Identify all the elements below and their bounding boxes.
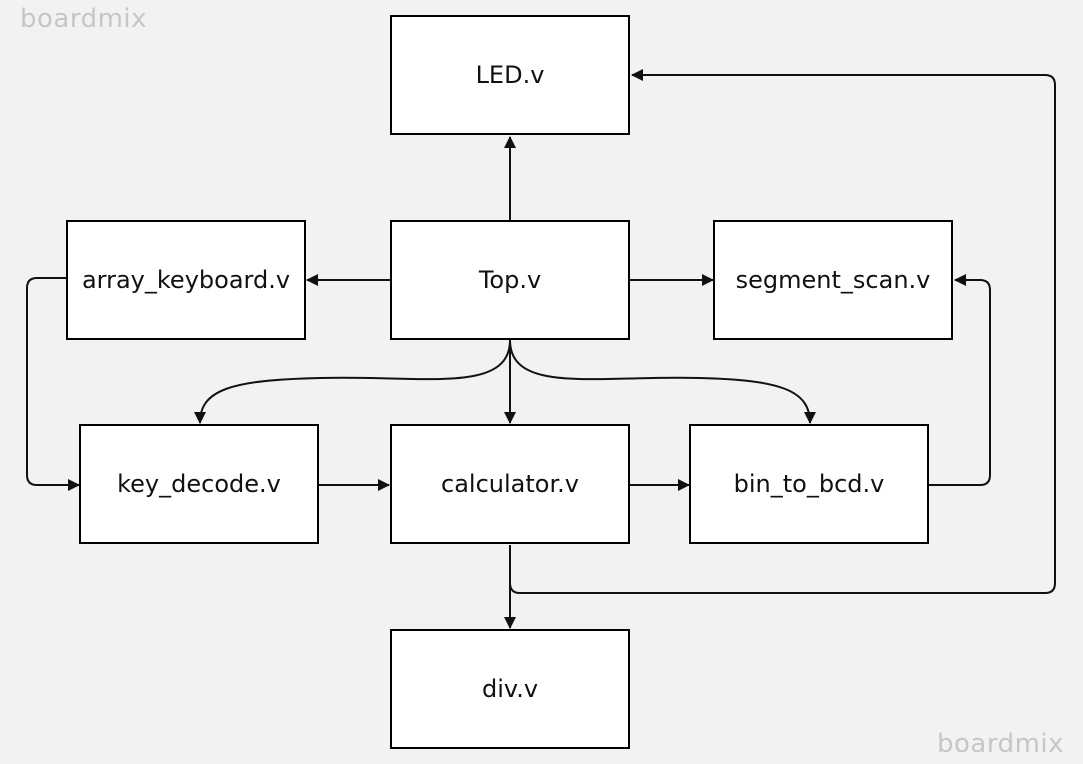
- watermark-top: boardmix: [20, 4, 148, 34]
- node-segment-scan: segment_scan.v: [713, 220, 953, 340]
- edge-bin-to-bcd-to-segment-scan: [929, 274, 991, 486]
- node-calculator-box: [390, 424, 630, 544]
- node-calculator: calculator.v: [390, 424, 630, 544]
- node-top-box: [390, 220, 630, 340]
- node-led-box: [390, 15, 630, 135]
- node-bin-to-bcd-box: [689, 424, 929, 544]
- node-div-box: [390, 629, 630, 749]
- edge-top-to-bin-to-bcd: [509, 339, 816, 424]
- edges: [26, 69, 1056, 629]
- node-led: LED.v: [390, 15, 630, 135]
- node-key-decode-label: key_decode.v: [117, 470, 281, 498]
- node-array-keyboard-box: [66, 220, 306, 340]
- node-segment-scan-label: segment_scan.v: [736, 266, 931, 294]
- nodes: LED.v Top.v array_keyboard.v segment_sca…: [66, 15, 953, 749]
- node-calculator-label: calculator.v: [441, 470, 579, 498]
- node-array-keyboard-label: array_keyboard.v: [82, 266, 290, 294]
- edge-calculator-to-led: [509, 69, 1056, 594]
- node-array-keyboard: array_keyboard.v: [66, 220, 306, 340]
- watermark-bottom: boardmix: [937, 729, 1065, 759]
- node-top: Top.v: [390, 220, 630, 340]
- node-bin-to-bcd: bin_to_bcd.v: [689, 424, 929, 544]
- node-div: div.v: [390, 629, 630, 749]
- edge-array-keyboard-to-key-decode: [26, 277, 80, 491]
- node-key-decode: key_decode.v: [79, 424, 319, 544]
- edge-top-to-key-decode: [194, 339, 511, 424]
- node-bin-to-bcd-label: bin_to_bcd.v: [734, 470, 885, 498]
- node-key-decode-box: [79, 424, 319, 544]
- node-led-label: LED.v: [476, 61, 545, 89]
- node-top-label: Top.v: [478, 266, 541, 294]
- node-segment-scan-box: [713, 220, 953, 340]
- node-div-label: div.v: [482, 675, 538, 703]
